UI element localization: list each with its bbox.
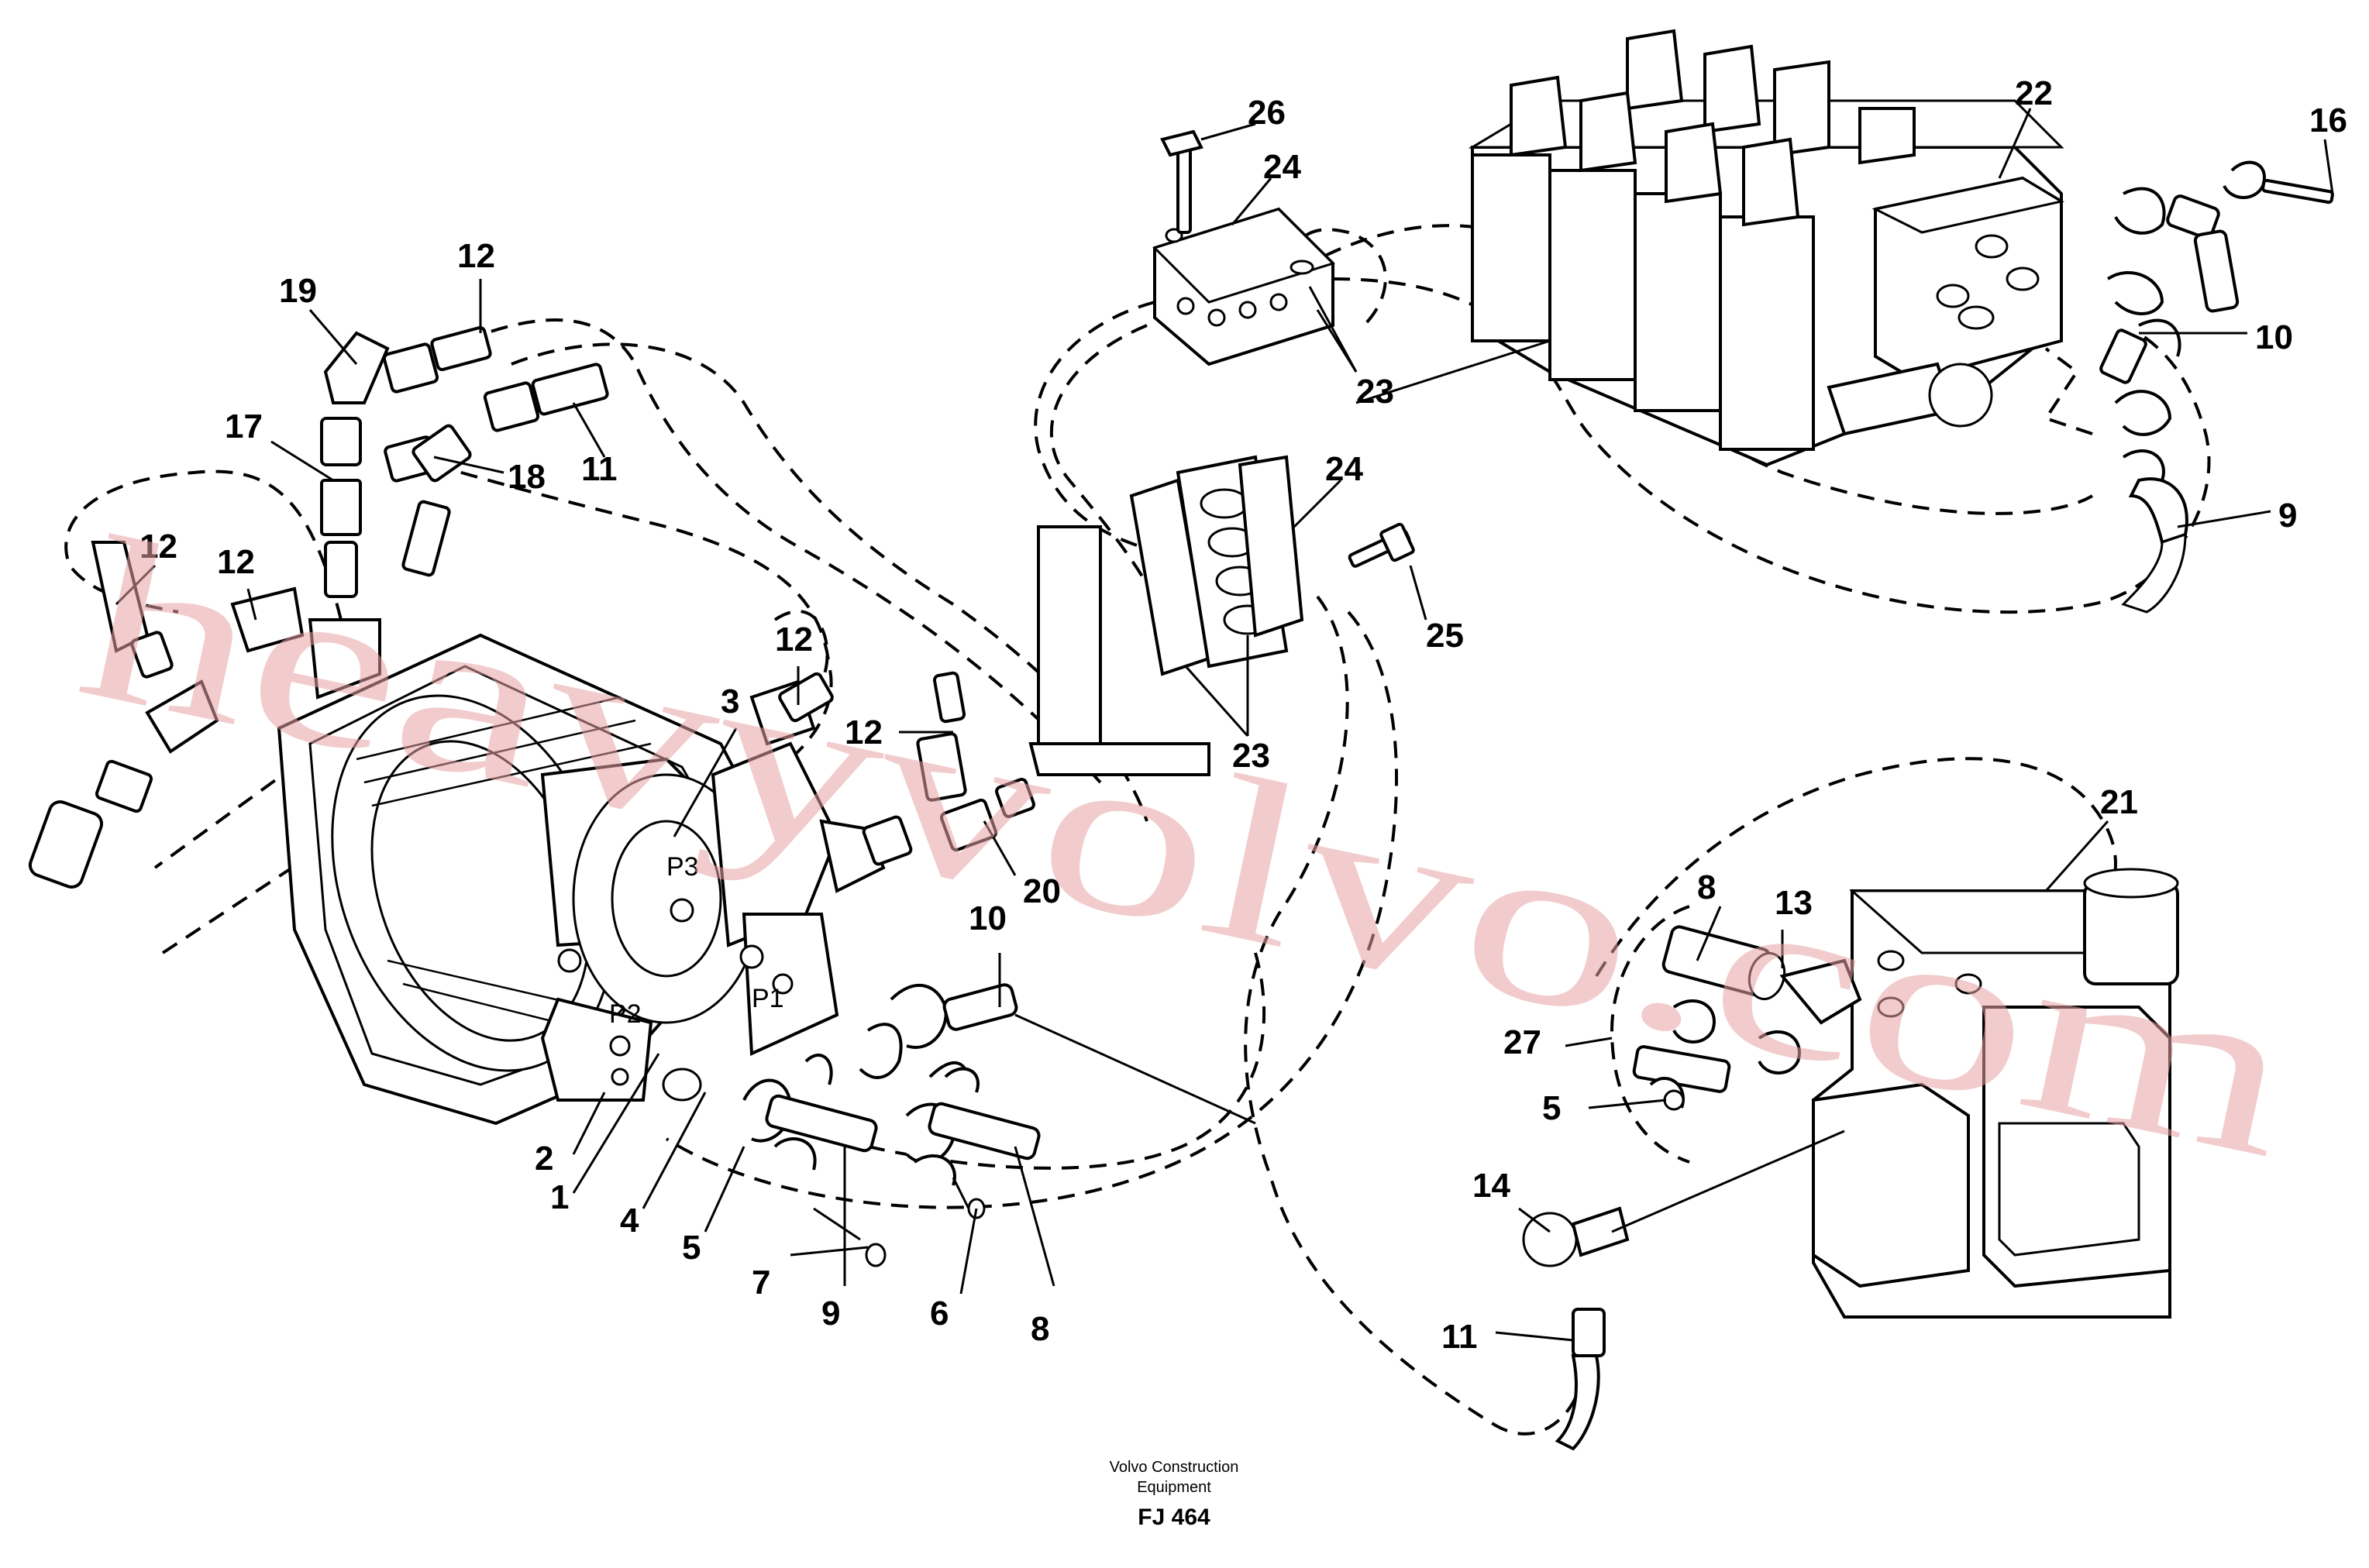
callout-10-right: 10 (2255, 318, 2293, 356)
callout-18: 18 (508, 458, 546, 496)
control-valve-block (1468, 29, 2334, 614)
callout-23-upper: 23 (1356, 373, 1394, 411)
callout-23-lower: 23 (1232, 737, 1270, 775)
left-fittings (28, 325, 1035, 893)
callout-11-lower: 11 (1441, 1318, 1478, 1356)
hydraulic-pump: P3 P2 P1 (277, 633, 839, 1126)
callout-5-lower-left: 5 (682, 1229, 701, 1267)
callout-21: 21 (2100, 783, 2138, 821)
lower-fittings (662, 983, 1041, 1267)
callout-14: 14 (1472, 1167, 1510, 1205)
port-label-p3: P3 (666, 852, 699, 882)
callout-25: 25 (1426, 617, 1464, 655)
callout-4: 4 (620, 1202, 639, 1240)
callout-2: 2 (535, 1140, 553, 1178)
callout-27: 27 (1503, 1023, 1541, 1061)
callout-6: 6 (930, 1295, 949, 1332)
figure-caption: Volvo Construction Equipment FJ 464 (1110, 1459, 1239, 1530)
callout-12-left: 12 (139, 528, 177, 566)
callout-24-upper: 24 (1263, 148, 1301, 186)
callout-labels: 1 2 3 4 5 5 6 7 8 8 9 9 10 10 11 11 12 1… (115, 74, 2347, 1356)
callout-9-right: 9 (2278, 497, 2297, 535)
callout-9-lower: 9 (821, 1295, 840, 1332)
callout-1: 1 (550, 1178, 569, 1216)
caption-line-1: Volvo Construction (1110, 1459, 1239, 1476)
callout-26: 26 (1248, 94, 1286, 132)
callout-17: 17 (225, 407, 263, 445)
callout-24-lower: 24 (1325, 450, 1363, 488)
caption-line-2: Equipment (1137, 1479, 1211, 1496)
callout-12-top: 12 (457, 237, 495, 275)
port-label-p1: P1 (752, 984, 784, 1013)
callout-12-right: 12 (845, 714, 883, 751)
callout-20: 20 (1023, 872, 1061, 910)
callout-12-center: 12 (775, 621, 813, 658)
callout-7: 7 (752, 1264, 770, 1302)
port-label-p2: P2 (609, 999, 642, 1029)
callout-16: 16 (2309, 101, 2347, 139)
callout-8-lower: 8 (1031, 1310, 1049, 1348)
callout-10-lower: 10 (969, 899, 1007, 937)
callout-13: 13 (1775, 884, 1813, 922)
callout-12-mid: 12 (217, 543, 255, 581)
valve-block-21 (1014, 339, 2179, 1451)
figure-code: FJ 464 (1138, 1504, 1210, 1530)
callout-11-upper: 11 (581, 450, 618, 488)
hose-clamp-assembly (1028, 129, 1415, 776)
callout-8-right: 8 (1697, 868, 1716, 906)
callout-22: 22 (2015, 74, 2053, 112)
callout-5-right: 5 (1542, 1089, 1561, 1127)
callout-3: 3 (721, 683, 739, 720)
callout-19: 19 (279, 272, 317, 310)
